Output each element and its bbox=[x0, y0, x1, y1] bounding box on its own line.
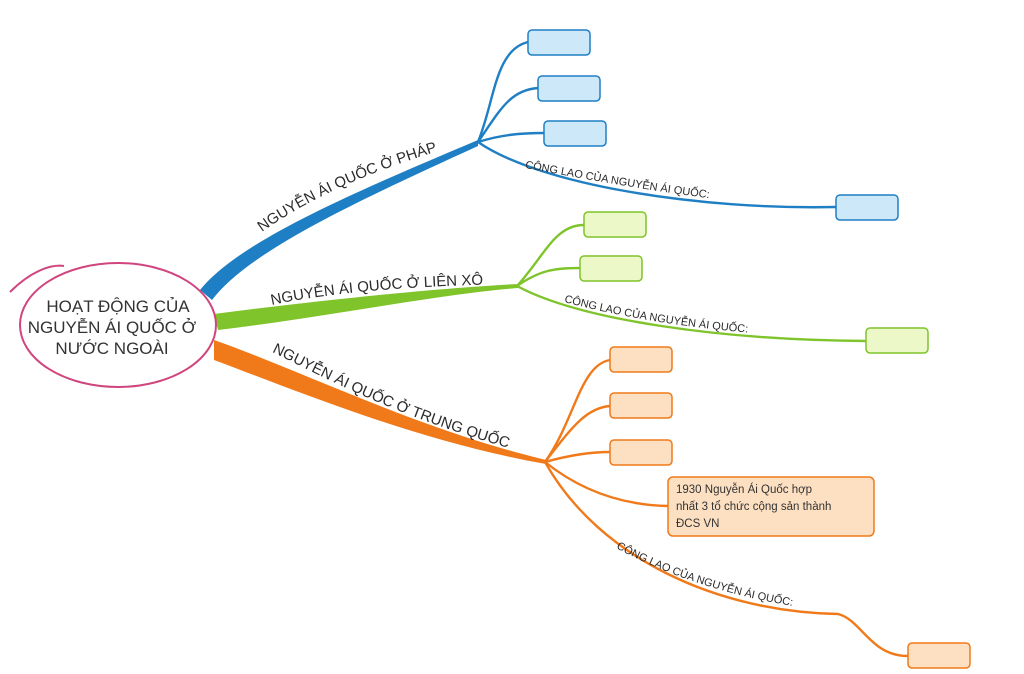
trungquoc-sub-label-text: CÔNG LAO CỦA NGUYỄN ÁI QUỐC: bbox=[615, 540, 794, 609]
phap-box-3[interactable] bbox=[543, 120, 607, 147]
branch-phap: NGUYỄN ÁI QUỐC Ở PHÁP CÔNG LAO CỦA NGUYỄ… bbox=[200, 29, 899, 300]
branch-trungquoc-label-text: NGUYỄN ÁI QUỐC Ở TRUNG QUỐC bbox=[270, 340, 512, 451]
lienxo-box-2[interactable] bbox=[579, 255, 643, 282]
center-line-3: NƯỚC NGOÀI bbox=[55, 339, 168, 358]
trungquoc-line-2 bbox=[544, 404, 611, 463]
branch-trungquoc-trunk bbox=[214, 340, 546, 464]
branch-lienxo: NGUYỄN ÁI QUỐC Ở LIÊN XÔ CÔNG LAO CỦA NG… bbox=[214, 211, 929, 354]
trungquoc-box-3[interactable] bbox=[609, 439, 673, 466]
phap-box-2[interactable] bbox=[537, 75, 601, 102]
trungquoc-note-line-1: 1930 Nguyễn Ái Quốc hợp bbox=[676, 483, 812, 496]
trungquoc-sub-label: CÔNG LAO CỦA NGUYỄN ÁI QUỐC: bbox=[615, 540, 794, 609]
lienxo-sub-label: CÔNG LAO CỦA NGUYỄN ÁI QUỐC: bbox=[563, 293, 748, 335]
phap-line-1 bbox=[476, 40, 529, 143]
center-line-1: HOẠT ĐỘNG CỦA bbox=[46, 297, 190, 316]
trungquoc-box-5[interactable] bbox=[907, 642, 971, 669]
center-ellipse-tail bbox=[9, 264, 65, 293]
lienxo-line-2 bbox=[516, 266, 581, 287]
lienxo-box-1[interactable] bbox=[583, 211, 647, 238]
branch-trungquoc-label: NGUYỄN ÁI QUỐC Ở TRUNG QUỐC bbox=[270, 340, 512, 451]
branch-phap-label-text: NGUYỄN ÁI QUỐC Ở PHÁP bbox=[254, 139, 438, 235]
center-node[interactable]: HOẠT ĐỘNG CỦA NGUYỄN ÁI QUỐC Ở NƯỚC NGOÀ… bbox=[9, 262, 217, 388]
trungquoc-note-line-2: nhất 3 tổ chức cộng sản thành bbox=[676, 501, 831, 513]
trungquoc-line-4 bbox=[544, 461, 669, 508]
phap-box-1[interactable] bbox=[527, 29, 591, 56]
lienxo-box-3[interactable] bbox=[865, 327, 929, 354]
trungquoc-note-box[interactable] bbox=[667, 476, 875, 537]
branch-phap-trunk bbox=[200, 140, 478, 300]
branch-lienxo-trunk bbox=[214, 284, 518, 330]
trungquoc-note-line-3: ĐCS VN bbox=[676, 518, 719, 530]
phap-line-4 bbox=[477, 141, 837, 209]
lienxo-line-3 bbox=[516, 284, 867, 343]
phap-sub-label: CÔNG LAO CỦA NGUYỄN ÁI QUỐC: bbox=[524, 159, 710, 201]
phap-line-3 bbox=[477, 131, 545, 144]
trungquoc-line-3 bbox=[544, 450, 611, 464]
center-ellipse bbox=[19, 262, 217, 388]
trungquoc-line-1 bbox=[544, 358, 611, 463]
branch-phap-subbranches bbox=[476, 40, 837, 209]
phap-line-2 bbox=[477, 86, 539, 143]
trungquoc-box-2[interactable] bbox=[609, 392, 673, 419]
lienxo-sub-label-text: CÔNG LAO CỦA NGUYỄN ÁI QUỐC: bbox=[563, 293, 748, 335]
branch-phap-label: NGUYỄN ÁI QUỐC Ở PHÁP bbox=[254, 139, 438, 235]
branch-trungquoc-subbranches bbox=[543, 358, 909, 658]
phap-box-4[interactable] bbox=[835, 194, 899, 221]
center-line-2: NGUYỄN ÁI QUỐC Ở bbox=[28, 317, 197, 337]
lienxo-line-1 bbox=[516, 223, 585, 287]
branch-trungquoc: 1930 Nguyễn Ái Quốc hợp nhất 3 tổ chức c… bbox=[214, 340, 971, 669]
branch-lienxo-subbranches bbox=[516, 223, 867, 343]
trungquoc-line-5 bbox=[543, 461, 909, 658]
trungquoc-box-1[interactable] bbox=[609, 346, 673, 373]
phap-sub-label-text: CÔNG LAO CỦA NGUYỄN ÁI QUỐC: bbox=[524, 159, 710, 201]
